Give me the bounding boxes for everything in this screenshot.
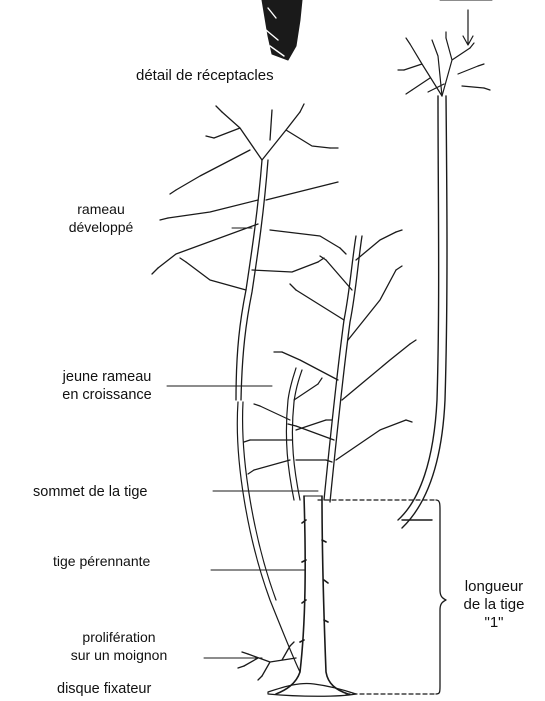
top-tuft — [398, 32, 490, 96]
label-rameau-line2: développé — [56, 218, 146, 236]
label-disque-fixateur: disque fixateur — [57, 680, 151, 698]
label-proliferation: prolifération sur un moignon — [44, 628, 194, 664]
label-longueur-line2: de la tige — [444, 596, 544, 614]
main-stem — [276, 496, 348, 694]
label-prolif-line1: prolifération — [44, 628, 194, 646]
proliferation-sprig — [238, 642, 296, 680]
label-jeune-rameau: jeune rameau en croissance — [52, 368, 162, 404]
label-prolif-line2: sur un moignon — [44, 646, 194, 664]
label-longueur-line1: longueur — [444, 578, 544, 596]
label-rameau-line1: rameau — [56, 200, 146, 218]
label-rameau-developpe: rameau développé — [56, 200, 146, 236]
label-longueur-line3: "1" — [444, 614, 544, 632]
label-longueur-tige: longueur de la tige "1" — [444, 578, 544, 632]
label-jeune-line1: jeune rameau — [52, 368, 162, 386]
developed-branch — [152, 104, 346, 400]
label-tige-perennante: tige pérennante — [53, 552, 150, 570]
lower-left-stems — [237, 402, 300, 672]
tall-stem — [398, 96, 447, 528]
label-sommet-tige: sommet de la tige — [33, 483, 147, 501]
label-jeune-line2: en croissance — [52, 386, 162, 404]
label-receptacles: détail de réceptacles — [136, 67, 274, 85]
top-arrow — [463, 10, 473, 45]
holdfast-disc — [268, 683, 356, 696]
